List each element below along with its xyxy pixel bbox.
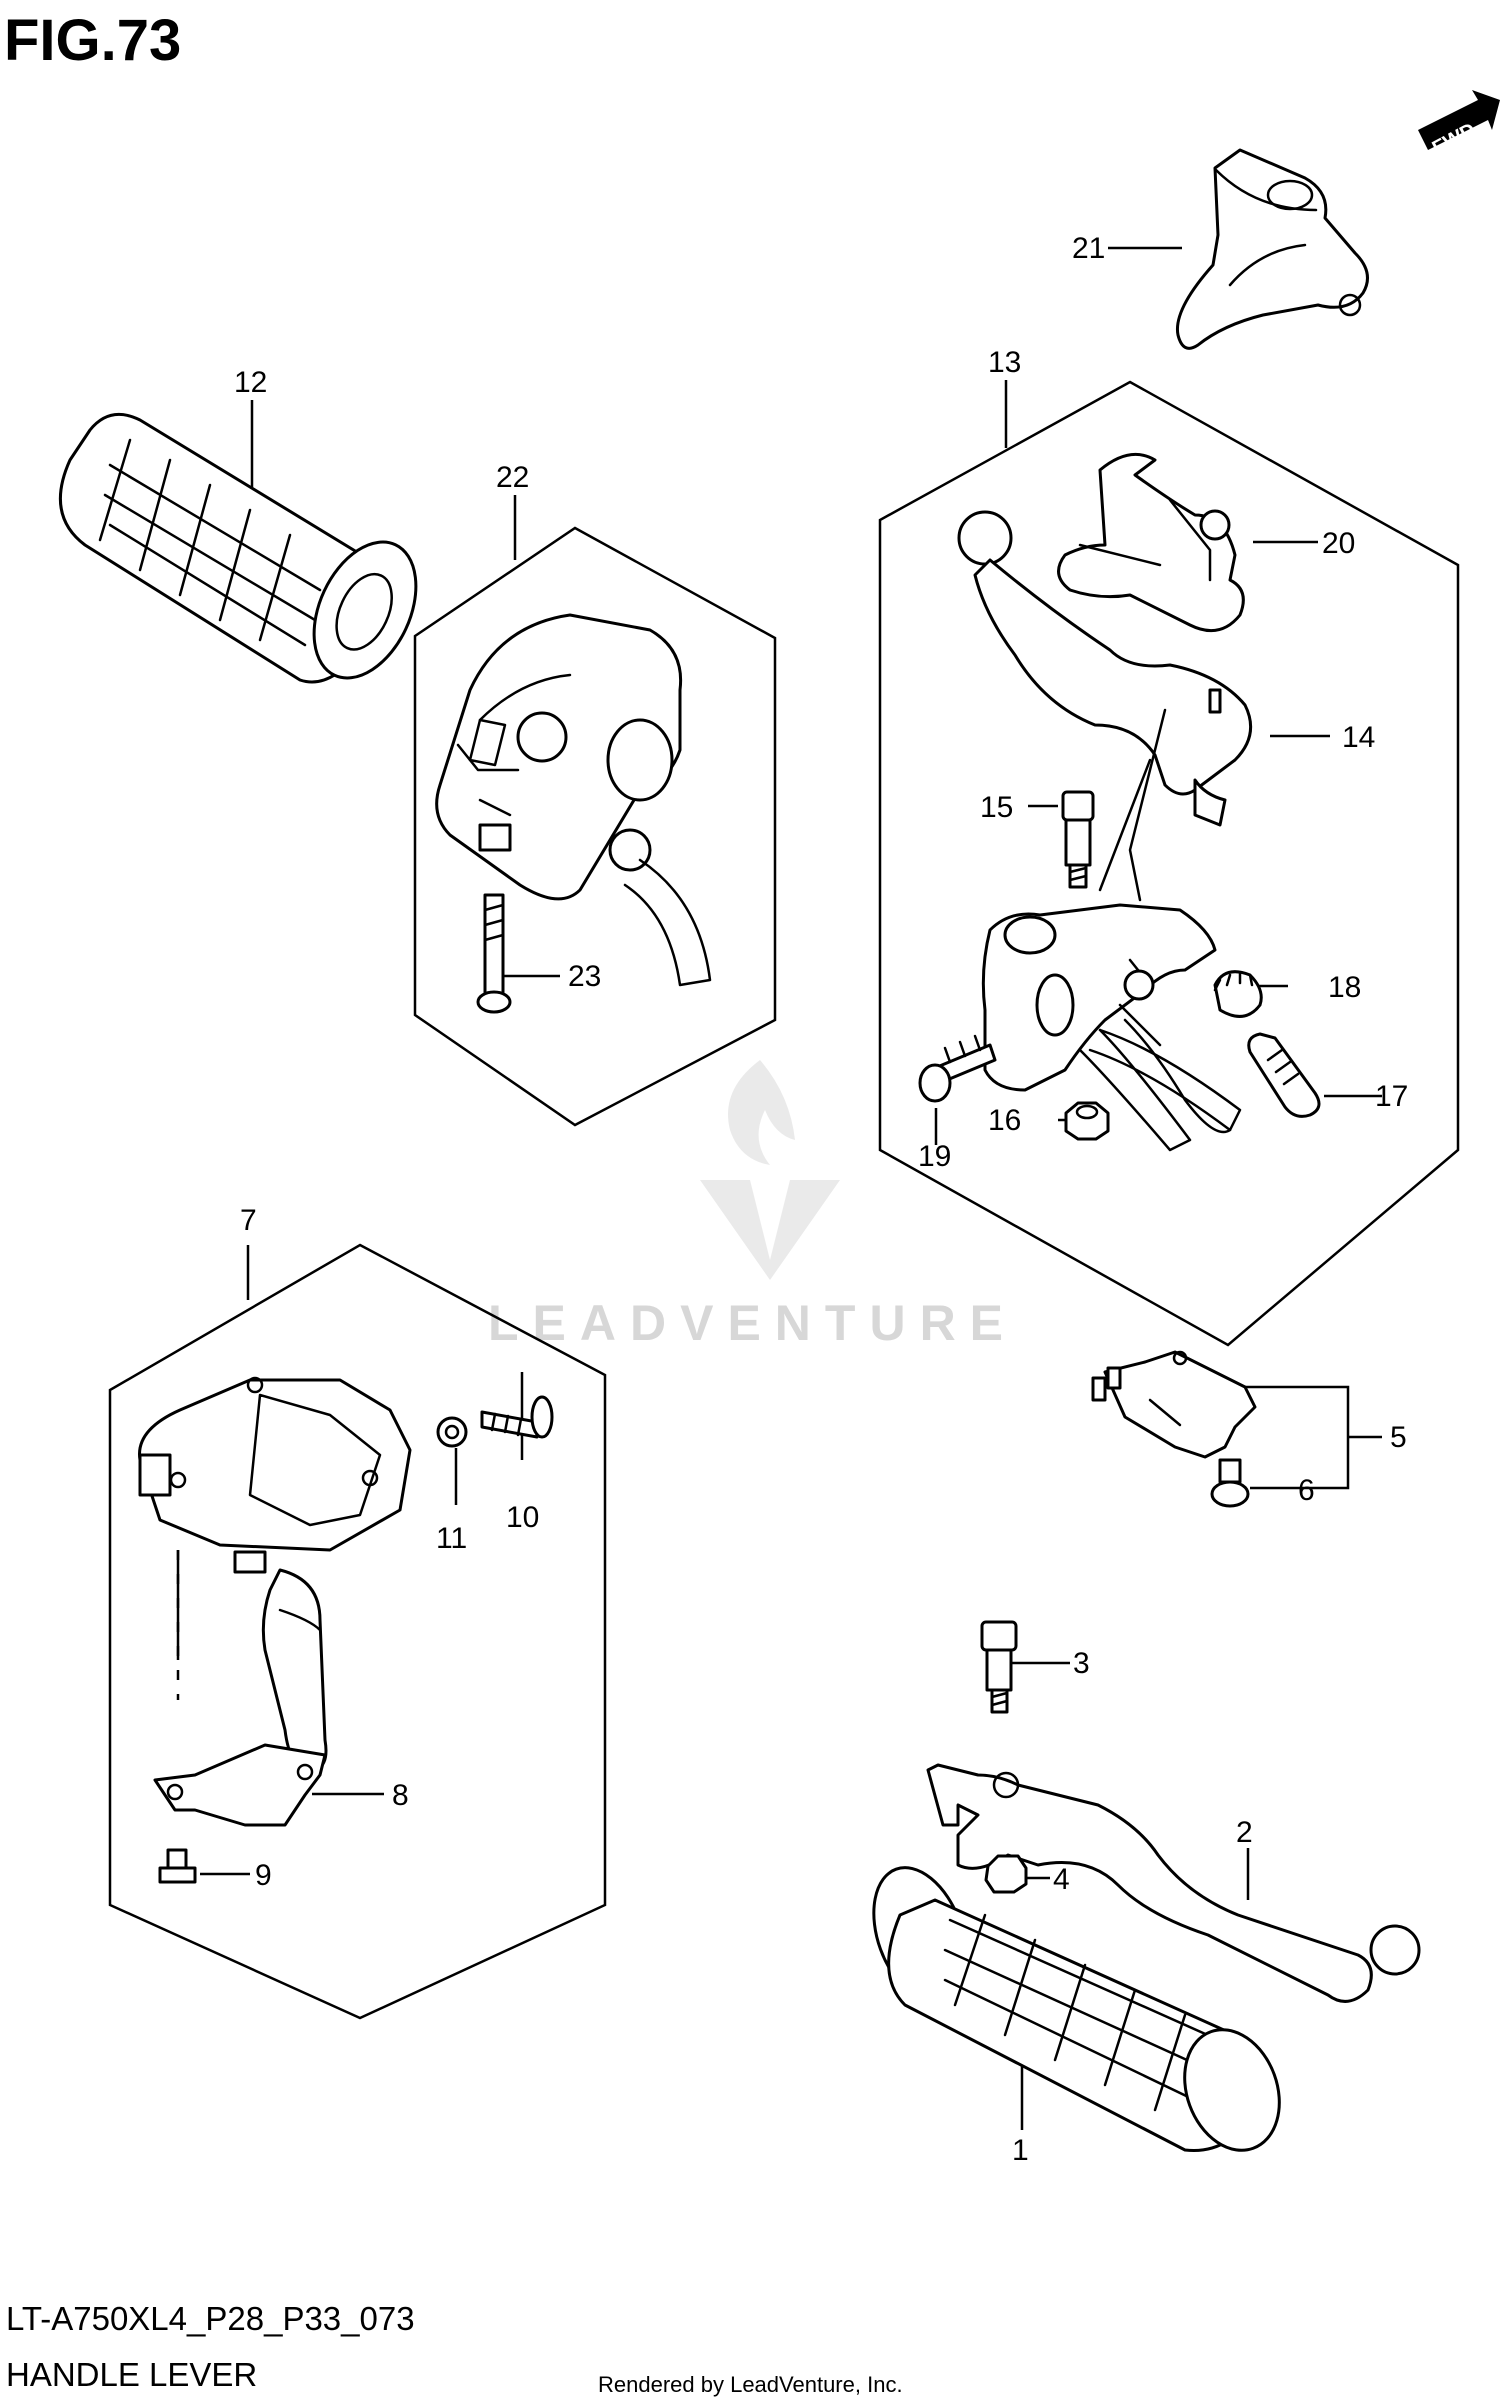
- callout-18: 18: [1328, 971, 1361, 1004]
- part-9-screw: [158, 1848, 197, 1884]
- callout-6: 6: [1298, 1474, 1315, 1507]
- part-7-throttle-case: [138, 1376, 412, 1772]
- callout-1: 1: [1012, 2134, 1029, 2167]
- part-12-left-grip: [58, 412, 418, 684]
- part-18-adjuster: [1213, 970, 1263, 1018]
- callout-11: 11: [436, 1522, 467, 1555]
- rendered-by-credit: Rendered by LeadVenture, Inc.: [598, 2372, 903, 2397]
- callout-8: 8: [392, 1779, 409, 1812]
- part-8-cover-plate: [153, 1743, 327, 1827]
- part-15-pivot-bolt: [1061, 790, 1095, 889]
- watermark-logo: [700, 1060, 840, 1280]
- callout-10: 10: [506, 1501, 539, 1534]
- callout-4: 4: [1053, 1863, 1070, 1896]
- section-title: HANDLE LEVER: [6, 2356, 257, 2393]
- part-16-nut: [1064, 1101, 1110, 1141]
- part-2-lever: [926, 1763, 1421, 2003]
- group-box-7: [108, 1243, 607, 2020]
- callout-5: 5: [1390, 1421, 1407, 1454]
- callout-16: 16: [988, 1104, 1021, 1137]
- callout-7: 7: [240, 1204, 257, 1237]
- fwd-arrow-icon: FWD: [1418, 90, 1500, 160]
- callout-2: 2: [1236, 1816, 1253, 1849]
- callout-22: 22: [496, 461, 529, 494]
- diagram-code: LT-A750XL4_P28_P33_073: [6, 2300, 415, 2337]
- callout-14: 14: [1342, 721, 1375, 754]
- callout-9: 9: [255, 1859, 272, 1892]
- callout-21: 21: [1072, 232, 1105, 265]
- callout-23: 23: [568, 960, 601, 993]
- part-17-bolt: [1247, 1032, 1321, 1118]
- part-11-washer: [436, 1416, 468, 1448]
- group-box-22: [413, 526, 777, 1127]
- part-1-right-grip: [872, 1866, 1281, 2152]
- callout-15: 15: [980, 791, 1013, 824]
- part-6-screw: [1210, 1458, 1250, 1508]
- part-19-screw: [918, 1034, 997, 1103]
- figure-label: FIG.73: [4, 8, 181, 73]
- part-5-brake-switch: [1091, 1350, 1257, 1459]
- part-23-screw: [476, 893, 512, 1014]
- callout-13: 13: [988, 346, 1021, 379]
- part-3-pivot-bolt: [980, 1620, 1018, 1714]
- part-13-lever-holder: [981, 708, 1242, 1152]
- part-21-lever-cover: [1175, 148, 1369, 350]
- part-4-nut: [984, 1854, 1028, 1894]
- callout-12: 12: [234, 366, 267, 399]
- part-22-switch-assembly: [435, 613, 712, 987]
- callout-20: 20: [1322, 527, 1355, 560]
- callout-3: 3: [1073, 1647, 1090, 1680]
- part-14-brake-lever: [957, 510, 1253, 827]
- callout-19: 19: [918, 1140, 951, 1173]
- group-box-13: [878, 380, 1460, 1347]
- part-10-screw: [480, 1395, 554, 1439]
- part-20-bracket: [1057, 452, 1245, 633]
- watermark-text: LEADVENTURE: [488, 1295, 1017, 1351]
- callout-17: 17: [1375, 1080, 1408, 1113]
